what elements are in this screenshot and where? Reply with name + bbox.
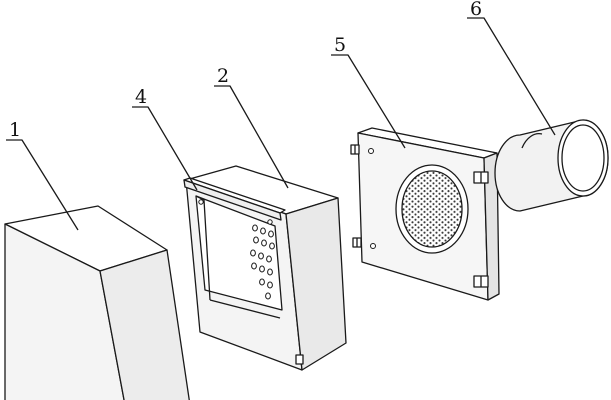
housing-inner-bottom <box>209 299 281 319</box>
bolt-bottom-right <box>473 275 489 288</box>
plate-hole-bottom <box>370 243 376 249</box>
housing-latch <box>295 354 304 365</box>
rail-front <box>183 179 282 221</box>
part-6-duct-ring <box>494 119 609 212</box>
part-4-mounting-rail <box>183 177 286 225</box>
plate-side-flange <box>483 152 500 301</box>
leader-5 <box>331 54 406 149</box>
rail-screw-right <box>267 219 273 225</box>
plate-bolts <box>350 144 489 288</box>
part-5-fan-plate <box>350 127 500 301</box>
box-side-face <box>99 249 190 400</box>
ring-inner-rim <box>561 124 605 192</box>
plate-hole-top <box>368 148 374 154</box>
label-5: 5 <box>334 34 346 56</box>
rail-screw-left <box>198 199 204 205</box>
leader-4 <box>132 106 198 191</box>
leaders <box>6 17 556 231</box>
housing-side-face <box>285 197 347 371</box>
bolt-top-left <box>350 144 360 155</box>
box-front-face <box>4 223 125 400</box>
fan-grille-mesh <box>401 170 463 248</box>
leader-1 <box>6 139 79 231</box>
part-2-frame-housing <box>185 165 347 371</box>
ring-front-rim <box>557 119 609 197</box>
callout-labels: 1 2 4 5 6 <box>9 0 482 141</box>
leader-6 <box>467 17 556 136</box>
ring-back-arc <box>521 133 543 149</box>
leader-2 <box>214 85 289 189</box>
label-6: 6 <box>470 0 482 20</box>
bolt-top-right <box>473 171 489 184</box>
bolt-bottom-left <box>352 237 362 248</box>
label-1: 1 <box>9 119 21 141</box>
vent-holes <box>250 224 275 300</box>
part-1-outer-box <box>4 205 190 400</box>
label-2: 2 <box>217 65 229 87</box>
housing-inner-edge <box>195 195 211 301</box>
label-4: 4 <box>135 86 147 108</box>
